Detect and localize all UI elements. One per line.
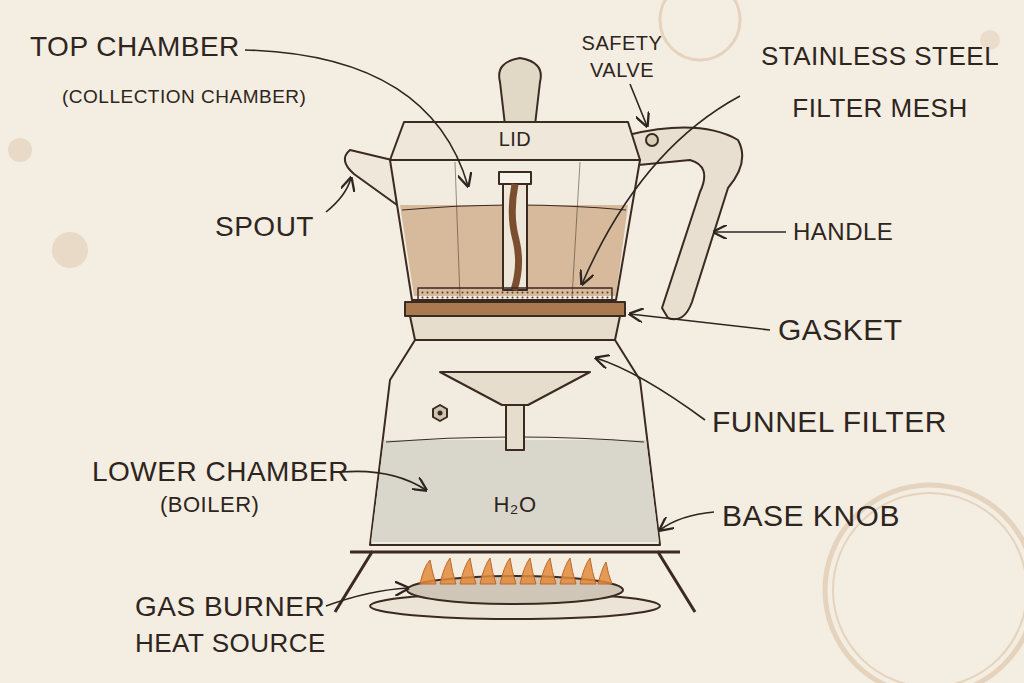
part-label: FUNNEL FILTER <box>712 404 947 440</box>
part-label: LID <box>499 127 532 151</box>
part-label: SAFETY VALVE <box>572 30 672 84</box>
part-label: BASE KNOB <box>722 498 900 534</box>
part-label: STAINLESS STEEL FILTER MESH <box>745 30 1015 134</box>
part-label: LOWER CHAMBER <box>92 455 349 489</box>
moka-pot <box>345 58 742 545</box>
part-subtitle: HEAT SOURCE <box>135 628 326 659</box>
part-label: TOP CHAMBER <box>30 30 240 64</box>
part-subtitle: (COLLECTION CHAMBER) <box>62 86 306 109</box>
part-label: GASKET <box>778 312 903 348</box>
part-label: GAS BURNER <box>135 590 325 624</box>
gas-burner <box>335 552 695 619</box>
part-label: HANDLE <box>793 218 893 247</box>
coffee-stain <box>8 0 1024 683</box>
part-subtitle: (BOILER) <box>160 492 259 518</box>
part-label: SPOUT <box>215 210 314 244</box>
leader-line <box>245 50 786 606</box>
part-label: H₂O <box>493 492 536 518</box>
